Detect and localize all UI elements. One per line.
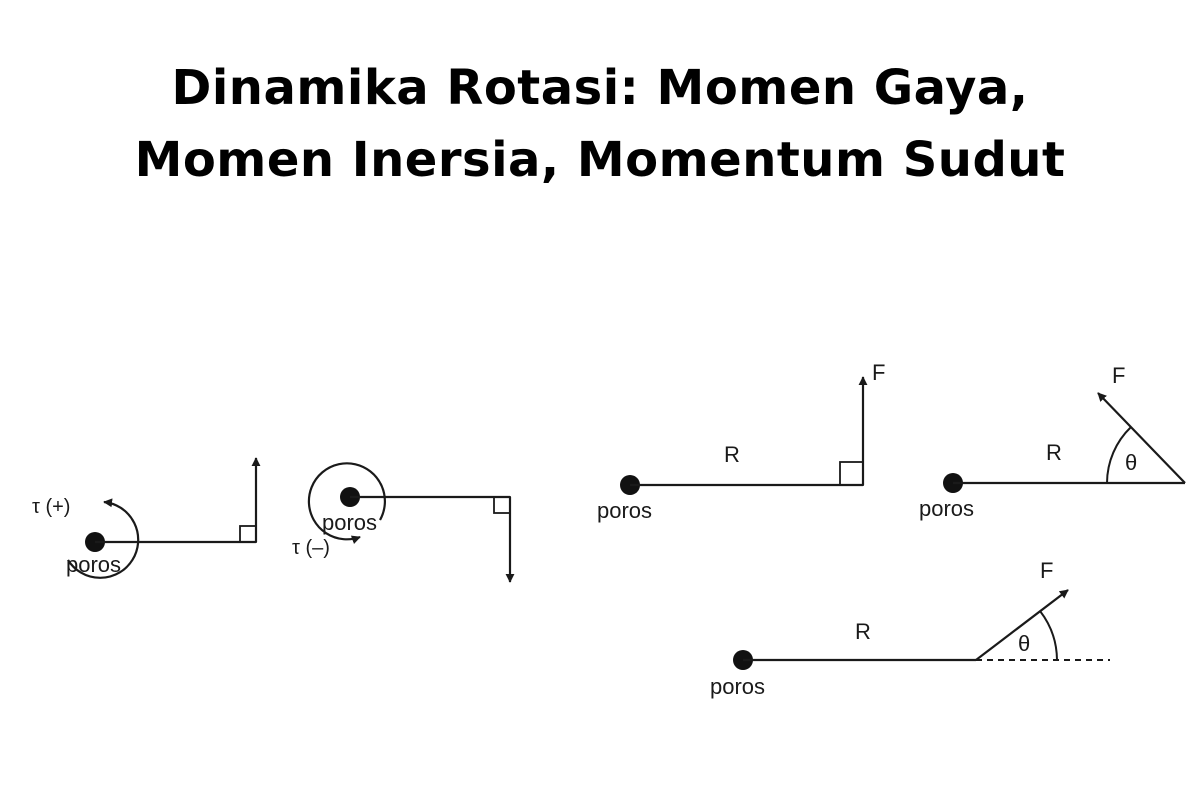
diagram-angled-force-forward: R F θ poros [710,558,1110,699]
right-angle-mark [839,461,864,486]
force-arrow-angled [1097,392,1186,484]
pivot-label: poros [597,498,652,523]
diagram-negative-torque: poros τ (–) [292,462,515,583]
arm-label: R [724,442,740,467]
diagram-perpendicular-force: R F poros [597,360,885,523]
page-title: Dinamika Rotasi: Momen Gaya, Momen Iners… [0,52,1200,196]
force-arrow-angled [975,589,1069,661]
arm-label: R [1046,440,1062,465]
diagram-positive-torque: τ (+) poros [32,457,261,579]
title-line-1: Dinamika Rotasi: Momen Gaya, [171,60,1029,116]
rotation-arrow-cw [307,462,386,544]
pivot-label: poros [710,674,765,699]
force-label: F [872,360,885,385]
force-label: F [1040,558,1053,583]
pivot-label: poros [322,510,377,535]
right-angle-mark [493,496,511,514]
angle-label: θ [1018,631,1030,656]
rotation-arrow-ccw [67,498,140,579]
pivot-label: poros [919,496,974,521]
pivot-label: poros [66,552,121,577]
diagram-angled-force-back: R F θ poros [919,363,1186,521]
arm-label: R [855,619,871,644]
angle-label: θ [1125,450,1137,475]
torque-negative-label: τ (–) [292,537,330,559]
angle-arc [1039,610,1058,661]
angle-arc [1106,426,1132,484]
right-angle-mark [239,525,257,543]
force-label: F [1112,363,1125,388]
torque-positive-label: τ (+) [32,496,70,518]
title-line-2: Momen Inersia, Momentum Sudut [134,132,1066,188]
